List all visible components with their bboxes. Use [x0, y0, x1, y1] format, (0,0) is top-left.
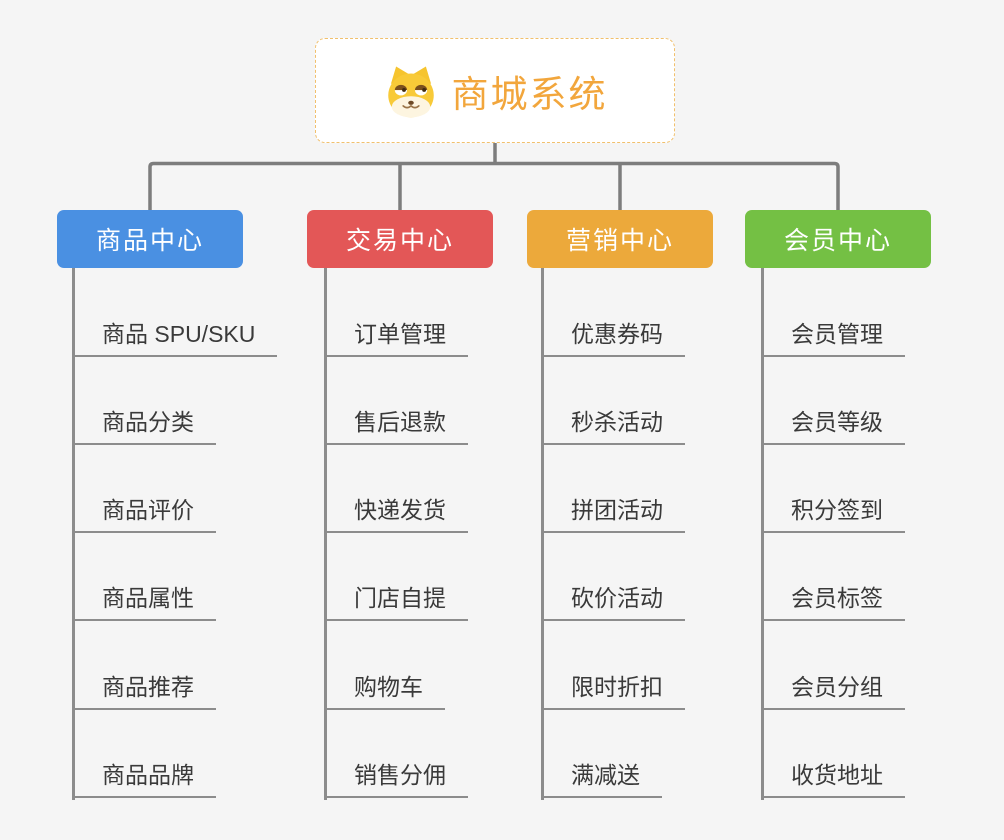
topic-node[interactable]: 商品品牌 [72, 756, 216, 798]
topic-label: 商品 SPU/SKU [102, 321, 256, 347]
topic-node[interactable]: 拼团活动 [541, 491, 685, 533]
topic-node[interactable]: 购物车 [324, 668, 445, 710]
branch-label: 交易中心 [345, 227, 454, 255]
topic-label: 商品属性 [102, 585, 194, 611]
topic-label: 售后退款 [354, 409, 446, 435]
topic-node[interactable]: 会员标签 [761, 579, 905, 621]
topic-node[interactable]: 满减送 [541, 756, 662, 798]
children-connector-line [324, 268, 327, 800]
topic-node[interactable]: 商品 SPU/SKU [72, 315, 278, 357]
topic-label: 限时折扣 [571, 674, 663, 700]
topic-label: 会员管理 [791, 321, 883, 347]
topic-label: 满减送 [571, 762, 640, 788]
topic-label: 门店自提 [354, 585, 446, 611]
topic-node[interactable]: 优惠券码 [541, 315, 685, 357]
children-connector-line [72, 268, 75, 800]
branch-label: 营销中心 [565, 227, 674, 255]
topic-node[interactable]: 秒杀活动 [541, 403, 685, 445]
topic-label: 积分签到 [791, 497, 883, 523]
topic-node[interactable]: 会员管理 [761, 315, 905, 357]
topic-label: 收货地址 [791, 762, 883, 788]
topic-label: 砍价活动 [571, 585, 663, 611]
topic-label: 会员分组 [791, 674, 883, 700]
topic-label: 订单管理 [354, 321, 446, 347]
topic-label: 销售分佣 [354, 762, 446, 788]
topic-node[interactable]: 积分签到 [761, 491, 905, 533]
branch-node-marketing-center[interactable]: 营销中心 [527, 210, 713, 268]
topic-label: 会员等级 [791, 409, 883, 435]
branch-node-product-center[interactable]: 商品中心 [57, 210, 243, 268]
doge-icon [387, 66, 434, 117]
topic-node[interactable]: 砍价活动 [541, 579, 685, 621]
topic-label: 快递发货 [354, 497, 446, 523]
root-title: 商城系统 [451, 73, 608, 115]
topic-label: 拼团活动 [571, 497, 663, 523]
topic-label: 会员标签 [791, 585, 883, 611]
topic-label: 商品分类 [102, 409, 194, 435]
topic-node[interactable]: 商品属性 [72, 579, 216, 621]
topic-node[interactable]: 商品分类 [72, 403, 216, 445]
topic-label: 商品推荐 [102, 674, 194, 700]
topic-node[interactable]: 限时折扣 [541, 668, 685, 710]
branch-label: 会员中心 [783, 227, 892, 255]
children-connector-line [541, 268, 544, 800]
topic-node[interactable]: 收货地址 [761, 756, 905, 798]
branch-node-trade-center[interactable]: 交易中心 [307, 210, 493, 268]
topic-node[interactable]: 订单管理 [324, 315, 468, 357]
branch-label: 商品中心 [95, 227, 204, 255]
topic-node[interactable]: 快递发货 [324, 491, 468, 533]
topic-label: 优惠券码 [571, 321, 663, 347]
topic-node[interactable]: 商品推荐 [72, 668, 216, 710]
topic-node[interactable]: 门店自提 [324, 579, 468, 621]
children-connector-line [761, 268, 764, 800]
topic-label: 商品评价 [102, 497, 194, 523]
topic-node[interactable]: 会员分组 [761, 668, 905, 710]
topic-node[interactable]: 售后退款 [324, 403, 468, 445]
topic-node[interactable]: 销售分佣 [324, 756, 468, 798]
root-node[interactable]: 商城系统 [315, 38, 675, 143]
topic-node[interactable]: 会员等级 [761, 403, 905, 445]
topic-label: 秒杀活动 [571, 409, 663, 435]
branch-node-member-center[interactable]: 会员中心 [745, 210, 931, 268]
topic-label: 购物车 [354, 674, 423, 700]
topic-node[interactable]: 商品评价 [72, 491, 216, 533]
topic-label: 商品品牌 [102, 762, 194, 788]
